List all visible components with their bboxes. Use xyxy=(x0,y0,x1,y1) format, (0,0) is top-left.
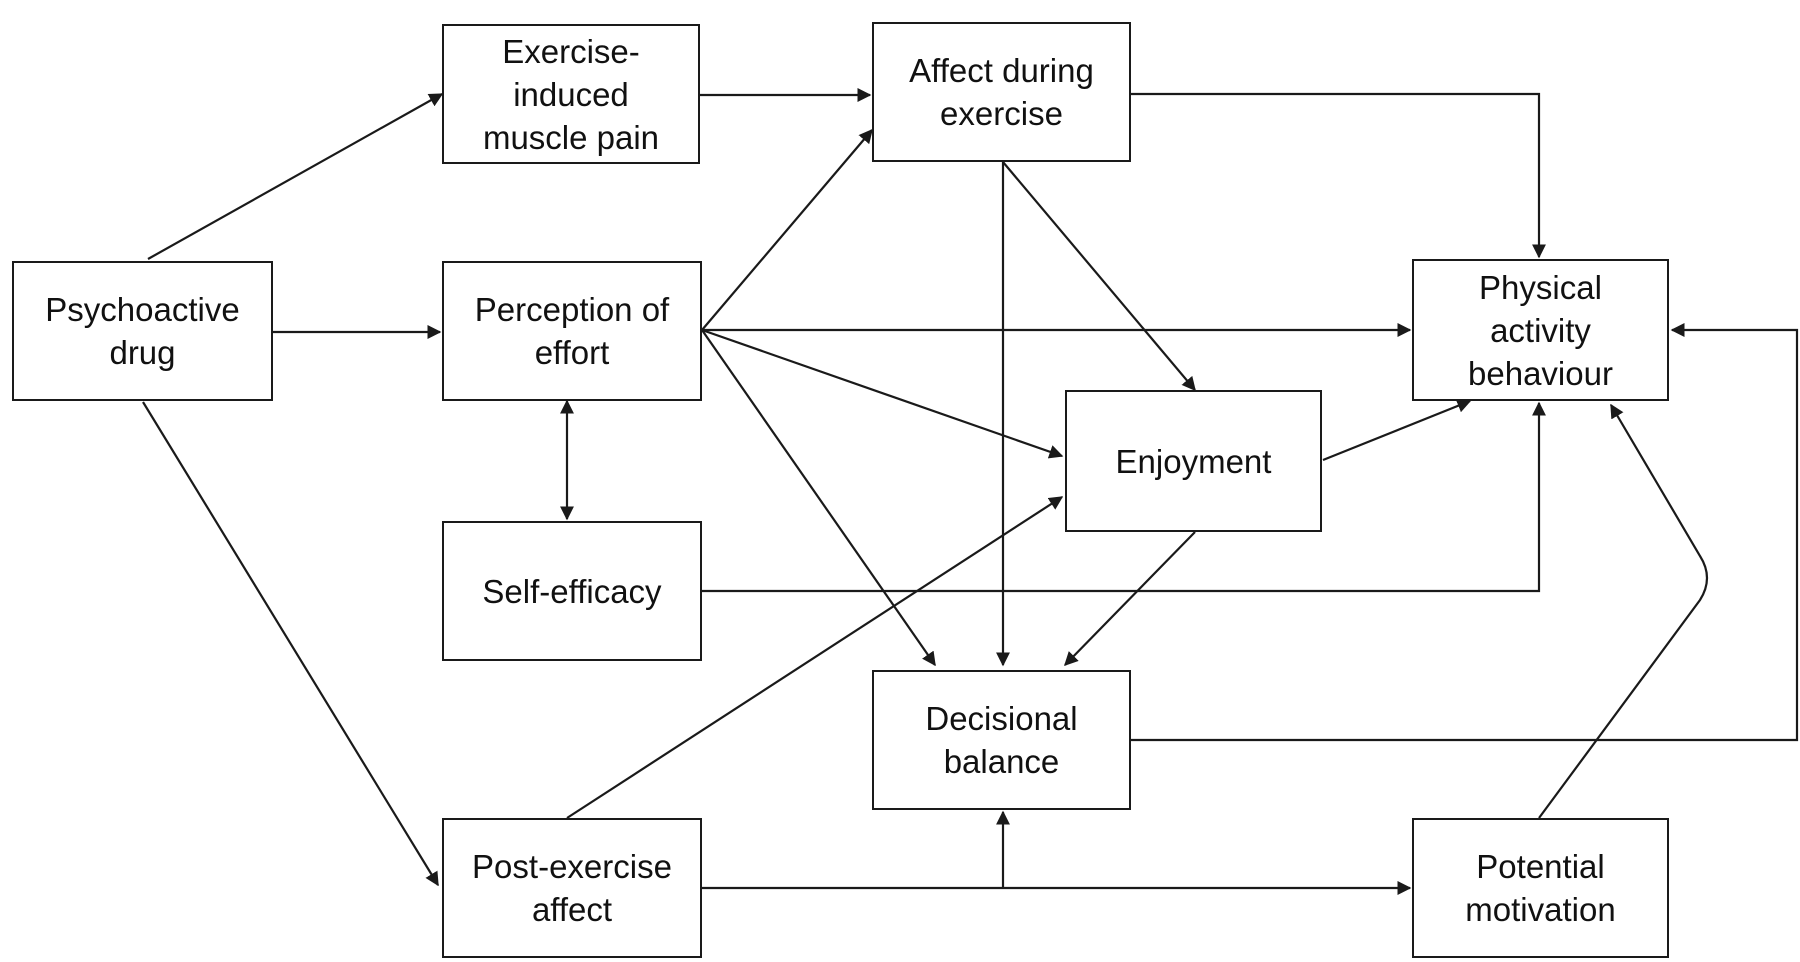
node-affect-during-exercise: Affect during exercise xyxy=(872,22,1131,162)
node-potential-motivation: Potential motivation xyxy=(1412,818,1669,958)
edge-effort-to-decisional xyxy=(701,329,936,667)
node-label: Physical activity behaviour xyxy=(1468,268,1613,392)
node-label: Potential motivation xyxy=(1465,848,1616,928)
edge-drug-to-postaffect xyxy=(142,401,439,887)
node-label: Self-efficacy xyxy=(482,572,662,610)
node-enjoyment: Enjoyment xyxy=(1065,390,1322,532)
edge-enjoyment-to-decisional xyxy=(1064,531,1196,667)
edge-postaffect-to-enjoyment xyxy=(566,496,1064,819)
node-label: Decisional balance xyxy=(925,700,1078,780)
node-label: Enjoyment xyxy=(1115,442,1272,480)
node-label: Exercise- induced muscle pain xyxy=(482,32,660,156)
node-label: Post-exercise affect xyxy=(472,848,672,928)
edge-effort-to-affect xyxy=(701,128,873,331)
node-label: Perception of effort xyxy=(474,291,670,371)
edge-motivation-to-activity xyxy=(1538,403,1709,819)
edge-effort-to-enjoyment xyxy=(701,328,1064,459)
node-physical-activity-behaviour: Physical activity behaviour xyxy=(1412,259,1669,401)
edge-affect-to-enjoyment xyxy=(1002,161,1196,392)
edge-enjoyment-to-activity xyxy=(1322,399,1472,462)
node-label: Psychoactive drug xyxy=(45,291,240,371)
node-post-exercise-affect: Post-exercise affect xyxy=(442,818,702,958)
node-exercise-induced-muscle-pain: Exercise- induced muscle pain xyxy=(442,24,700,164)
node-decisional-balance: Decisional balance xyxy=(872,670,1131,810)
node-self-efficacy: Self-efficacy xyxy=(442,521,702,661)
edge-selfefficacy-to-activity xyxy=(702,401,1546,593)
edge-drug-to-pain xyxy=(147,93,444,260)
edge-affect-to-activity xyxy=(1130,92,1546,259)
edge-decisional-to-activity xyxy=(1131,323,1799,742)
node-perception-of-effort: Perception of effort xyxy=(442,261,702,401)
node-psychoactive-drug: Psychoactive drug xyxy=(12,261,273,401)
node-label: Affect during exercise xyxy=(909,52,1094,132)
